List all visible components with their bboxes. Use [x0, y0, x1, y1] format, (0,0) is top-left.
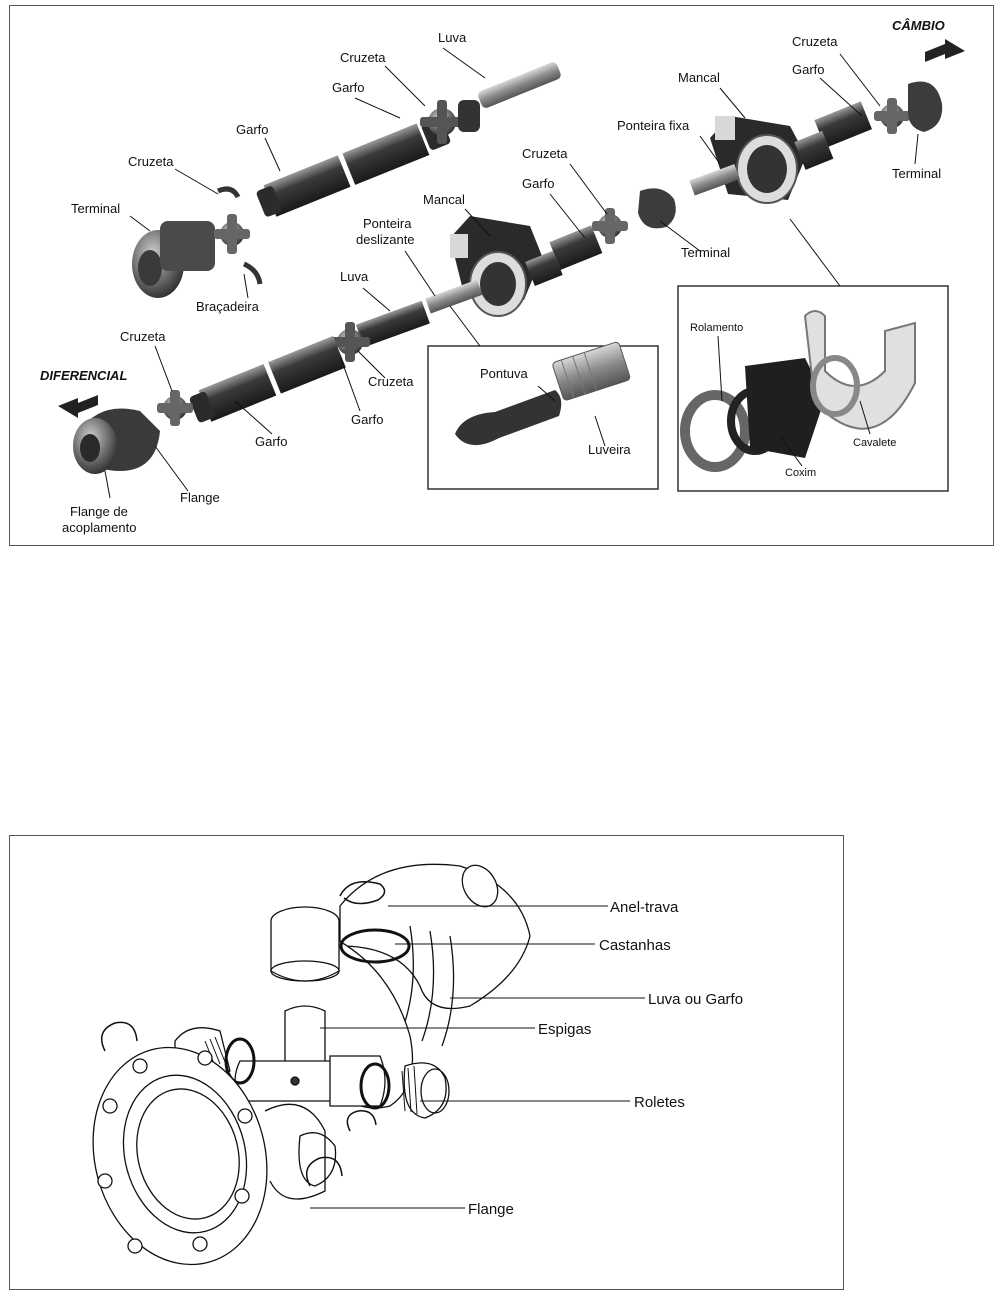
- label-flange-bottom: Flange: [468, 1201, 514, 1218]
- label-luva-lower: Luva: [340, 269, 369, 284]
- universal-joint-drawing: Anel-trava Castanhas Luva ou Garfo Espig…: [92, 863, 743, 1266]
- label-luva-upper: Luva: [438, 30, 467, 45]
- leader-lines-bottom: [310, 905, 645, 1209]
- label-coxim: Coxim: [785, 467, 816, 479]
- label-cruzeta-upper: Cruzeta: [340, 50, 386, 65]
- label-garfo-right: Garfo: [792, 62, 825, 77]
- label-diferencial: DIFERENCIAL: [40, 368, 127, 383]
- label-pontuva: Pontuva: [480, 366, 528, 381]
- diferencial-arrow-icon: [58, 395, 98, 418]
- label-anel-trava: Anel-trava: [610, 899, 679, 916]
- upper-shaft: [256, 62, 561, 217]
- inset-pontuva-luveira: [427, 341, 659, 490]
- label-luva-ou-garfo: Luva ou Garfo: [648, 991, 743, 1008]
- label-flange-de: Flange de: [70, 504, 128, 519]
- label-garfo-upper-left: Garfo: [236, 122, 269, 137]
- label-mancal-center: Mancal: [423, 192, 465, 207]
- label-terminal-center: Terminal: [681, 245, 730, 260]
- lower-shaft: [73, 300, 430, 474]
- left-terminal-group: [132, 186, 263, 298]
- leader-lines: [104, 47, 919, 499]
- label-luveira: Luveira: [588, 442, 631, 457]
- label-garfo-center: Garfo: [522, 176, 555, 191]
- inset-mancal-parts: [677, 285, 949, 492]
- universal-joint-diagram: Anel-trava Castanhas Luva ou Garfo Espig…: [9, 835, 844, 1290]
- label-cruzeta-left: Cruzeta: [128, 154, 174, 169]
- label-garfo-lower-mid: Garfo: [351, 412, 384, 427]
- ujoint-line-art: [92, 863, 531, 1266]
- label-castanhas: Castanhas: [599, 937, 671, 954]
- label-espigas: Espigas: [538, 1021, 591, 1038]
- label-terminal-left: Terminal: [71, 201, 120, 216]
- label-deslizante: deslizante: [356, 232, 415, 247]
- label-ponteira-fixa: Ponteira fixa: [617, 118, 690, 133]
- label-ponteira: Ponteira: [363, 216, 412, 231]
- label-cambio: CÂMBIO: [892, 18, 945, 33]
- label-cruzeta-right: Cruzeta: [792, 34, 838, 49]
- label-garfo-lower-left: Garfo: [255, 434, 288, 449]
- label-cruzeta-center: Cruzeta: [522, 146, 568, 161]
- label-acoplamento: acoplamento: [62, 520, 136, 535]
- label-cruzeta-lower-left: Cruzeta: [120, 329, 166, 344]
- label-bracadeira: Braçadeira: [196, 299, 260, 314]
- label-cruzeta-lower-mid: Cruzeta: [368, 374, 414, 389]
- label-flange: Flange: [180, 490, 220, 505]
- label-roletes: Roletes: [634, 1094, 685, 1111]
- center-shaft-group: [425, 188, 676, 317]
- label-rolamento: Rolamento: [690, 322, 743, 334]
- label-mancal-right: Mancal: [678, 70, 720, 85]
- label-terminal-right: Terminal: [892, 166, 941, 181]
- label-cavalete: Cavalete: [853, 437, 896, 449]
- driveshaft-exploded-diagram: Luva Cruzeta Garfo Garfo Cruzeta Termina…: [9, 5, 994, 546]
- right-shaft-group: [689, 81, 943, 204]
- driveshaft-drawing: Luva Cruzeta Garfo Garfo Cruzeta Termina…: [40, 18, 965, 535]
- label-garfo-upper-mid: Garfo: [332, 80, 365, 95]
- cambio-arrow-icon: [925, 39, 965, 62]
